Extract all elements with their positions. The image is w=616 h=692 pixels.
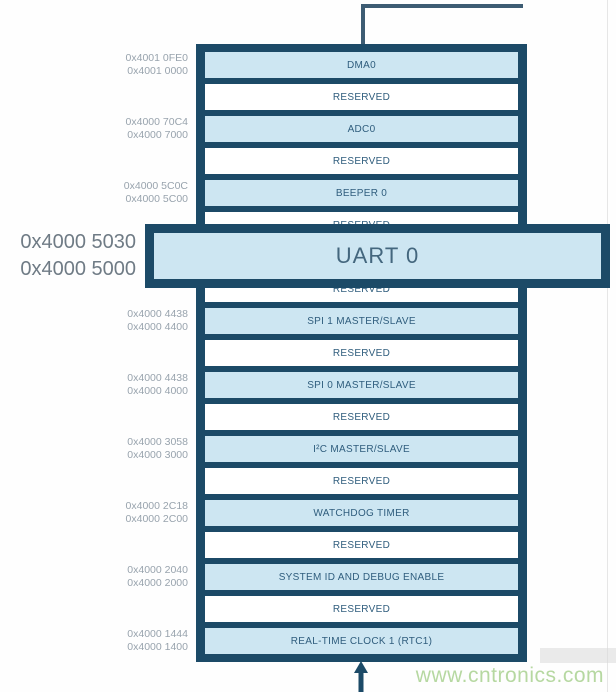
row-label: RESERVED — [332, 155, 391, 167]
row-label: RESERVED — [332, 539, 391, 551]
start-address: 0x4000 2000 — [127, 577, 188, 589]
start-address: 0x4001 0000 — [127, 65, 188, 77]
start-address: 0x4000 2C00 — [125, 513, 188, 525]
top-connector-horizontal-line — [361, 4, 523, 8]
uart0-callout-label: UART 0 — [335, 243, 420, 268]
row-label: DMA0 — [347, 59, 376, 71]
reserved-row: RESERVED — [205, 340, 518, 366]
uart0-callout-box: UART 0 — [145, 224, 610, 288]
start-address: 0x4000 5C00 — [125, 193, 188, 205]
right-edge-line — [607, 0, 608, 692]
row-label: RESERVED — [332, 283, 391, 295]
start-address: 0x4000 7000 — [127, 129, 188, 141]
row-label: RESERVED — [332, 475, 391, 487]
end-address: 0x4000 2040 — [127, 564, 188, 576]
reserved-row: RESERVED — [205, 468, 518, 494]
end-address: 0x4000 4438 — [127, 372, 188, 384]
row-label: REAL-TIME CLOCK 1 (RTC1) — [290, 635, 433, 647]
end-address: 0x4001 0FE0 — [125, 52, 188, 64]
row-label: I²C MASTER/SLAVE — [313, 443, 410, 455]
reserved-row: RESERVED — [205, 148, 518, 174]
uart0-callout-address-range: 0x4000 5030 0x4000 5000 — [0, 229, 136, 283]
reserved-row: RESERVED — [205, 404, 518, 430]
reserved-row: RESERVED — [205, 596, 518, 622]
row-label: ADC0 — [347, 123, 376, 135]
end-address: 0x4000 4438 — [127, 308, 188, 320]
row-label: RESERVED — [332, 411, 391, 423]
start-address: 0x4000 4400 — [127, 321, 188, 333]
uart0-start-address: 0x4000 5000 — [20, 258, 136, 280]
reserved-row: RESERVED — [205, 532, 518, 558]
top-connector-vertical-line — [361, 4, 365, 45]
end-address: 0x4000 1444 — [127, 628, 188, 640]
start-address: 0x4000 3000 — [127, 449, 188, 461]
row-label: RESERVED — [332, 347, 391, 359]
row-label: SPI 0 MASTER/SLAVE — [307, 379, 416, 391]
row-label: BEEPER 0 — [335, 187, 388, 199]
start-address: 0x4000 1400 — [127, 641, 188, 653]
end-address: 0x4000 3058 — [127, 436, 188, 448]
gray-artifact-rectangle — [540, 648, 616, 663]
reserved-row: RESERVED — [205, 84, 518, 110]
row-label: RESERVED — [332, 91, 391, 103]
row-label: WATCHDOG TIMER — [313, 507, 410, 519]
row-label: SPI 1 MASTER/SLAVE — [307, 315, 416, 327]
end-address: 0x4000 70C4 — [125, 116, 188, 128]
end-address: 0x4000 5C0C — [123, 180, 188, 192]
uart0-end-address: 0x4000 5030 — [20, 231, 136, 253]
start-address: 0x4000 4000 — [127, 385, 188, 397]
row-label: RESERVED — [332, 603, 391, 615]
end-address: 0x4000 2C18 — [125, 500, 188, 512]
watermark-text: www.cntronics.com — [415, 664, 604, 687]
row-label: SYSTEM ID AND DEBUG ENABLE — [278, 571, 445, 583]
bottom-arrow-up-icon — [354, 661, 368, 692]
